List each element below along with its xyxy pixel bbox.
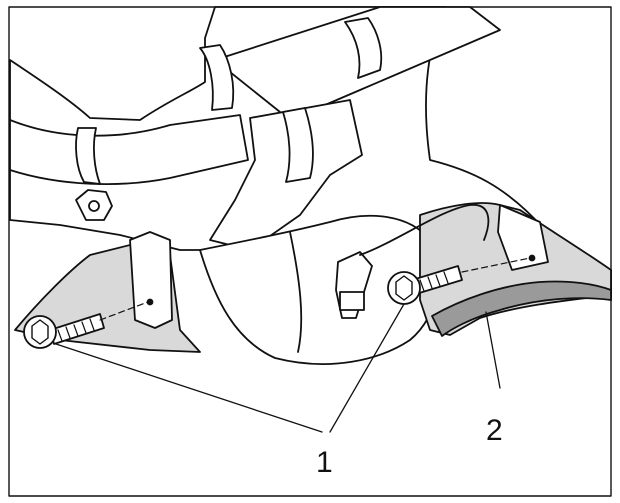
pipe-clamp-right	[344, 17, 383, 79]
bolt-left	[23, 313, 105, 349]
converter-rib	[289, 231, 303, 353]
callout-label-2: 2	[486, 414, 503, 447]
sensor-wire	[359, 204, 490, 256]
pipe-flange	[282, 107, 314, 183]
bolt-left-hole	[146, 298, 154, 306]
bolt-left-guide	[99, 301, 149, 321]
front-pipe	[209, 99, 363, 251]
heat-shield-right-bracket	[497, 204, 549, 271]
bolt-right-guide	[461, 257, 531, 273]
crossmember-pipe	[9, 114, 249, 185]
bolt-right	[387, 265, 463, 305]
flange-nut-center	[88, 200, 100, 212]
leader-line-1-right	[329, 303, 405, 433]
heat-shield-right-lip	[431, 280, 612, 337]
bolt-right-hole	[528, 254, 536, 262]
sensor-nut	[339, 291, 365, 311]
pipe-collar	[75, 127, 101, 185]
leader-line-1-left	[55, 343, 323, 433]
callout-label-1: 1	[316, 446, 333, 479]
leader-line-2	[485, 311, 501, 389]
heat-shield-left-bracket	[129, 231, 173, 329]
pipe-clamp-left	[199, 44, 235, 111]
